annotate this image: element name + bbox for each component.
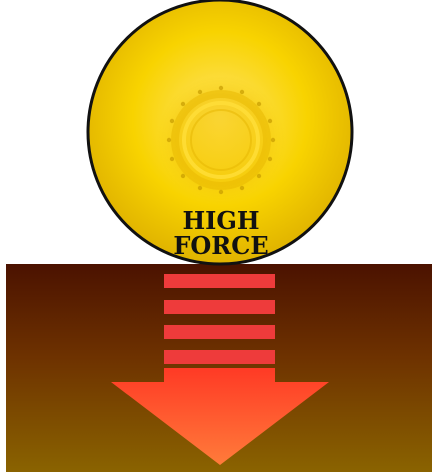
ball: HIGH FORCE xyxy=(88,0,352,264)
force-stripe xyxy=(164,300,275,314)
force-stripe xyxy=(164,325,275,339)
force-stripe xyxy=(164,274,275,288)
force-stripe xyxy=(164,350,275,364)
ball-emblem xyxy=(157,76,285,204)
ball-label-line2: FORCE xyxy=(173,231,268,260)
